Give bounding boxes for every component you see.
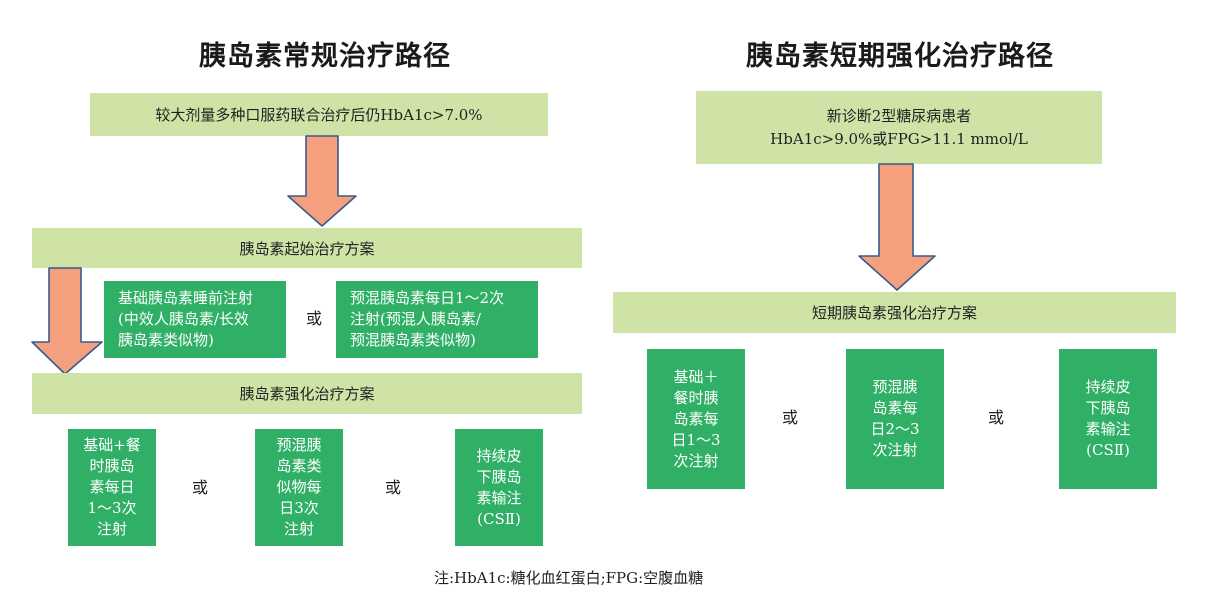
left-initial-option-basal: 基础胰岛素睡前注射 (中效人胰岛素/长效 胰岛素类似物) (104, 281, 286, 358)
left-or-label-1: 或 (306, 309, 323, 328)
left-arrow-2 (31, 267, 103, 375)
right-start-line-2: HbA1c>9.0%或FPG>11.1 mmol/L (770, 129, 1028, 148)
right-option-csii: 持续皮 下胰岛 素输注 (CSⅡ) (1059, 349, 1157, 489)
right-option-basal-bolus: 基础＋ 餐时胰 岛素每 日1～3 次注射 (647, 349, 745, 489)
right-option-premix: 预混胰 岛素每 日2～3 次注射 (846, 349, 944, 489)
right-or-label-1: 或 (782, 408, 799, 427)
left-initial-option-premix: 预混胰岛素每日1～2次 注射(预混人胰岛素/ 预混胰岛素类似物) (336, 281, 538, 358)
left-intensive-plan: 胰岛素强化治疗方案 (32, 373, 582, 414)
right-start-condition: 新诊断2型糖尿病患者 HbA1c>9.0%或FPG>11.1 mmol/L (696, 91, 1102, 164)
left-intensive-option-basal-bolus: 基础+餐 时胰岛 素每日 1～3次 注射 (68, 429, 156, 546)
left-or-label-3: 或 (385, 478, 402, 497)
left-or-label-2: 或 (192, 478, 209, 497)
right-start-line-1: 新诊断2型糖尿病患者 (826, 106, 972, 125)
footnote: 注:HbA1c:糖化血红蛋白;FPG:空腹血糖 (434, 569, 704, 587)
right-or-label-2: 或 (988, 408, 1005, 427)
left-diagram-title: 胰岛素常规治疗路径 (199, 41, 451, 72)
right-arrow (858, 163, 936, 291)
left-intensive-option-premix: 预混胰 岛素类 似物每 日3次 注射 (255, 429, 343, 546)
left-initial-plan: 胰岛素起始治疗方案 (32, 228, 582, 268)
right-plan: 短期胰岛素强化治疗方案 (613, 292, 1176, 333)
left-intensive-option-csii: 持续皮 下胰岛 素输注 (CSⅡ) (455, 429, 543, 546)
left-start-condition: 较大剂量多种口服药联合治疗后仍HbA1c>7.0% (90, 93, 548, 136)
right-diagram-title: 胰岛素短期强化治疗路径 (746, 41, 1054, 72)
left-arrow-1 (287, 135, 357, 227)
